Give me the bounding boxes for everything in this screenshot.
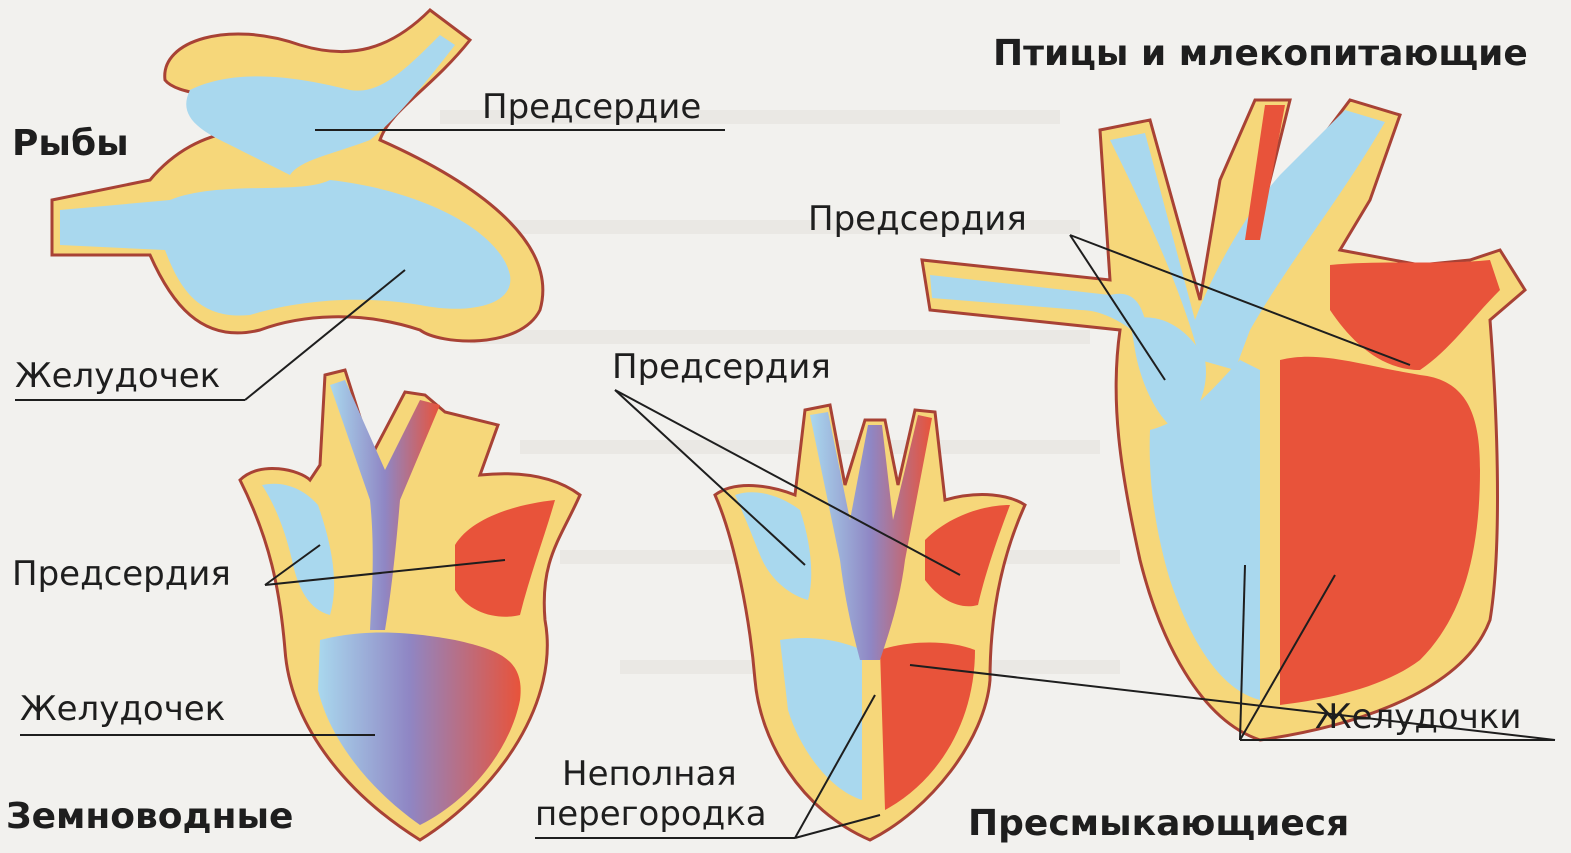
group-title-amphibians: Земноводные: [6, 796, 293, 837]
septum-label-line1: Неполная: [562, 754, 737, 794]
reptile-heart: [715, 405, 1025, 840]
bird-mammal-heart: [922, 100, 1525, 740]
group-title-fish: Рыбы: [12, 123, 129, 164]
amphibian-ventricle: [318, 633, 521, 826]
amphibian-ventricle-label: Желудочек: [20, 689, 225, 729]
reptile-partial-septum: [866, 673, 880, 811]
fish-atrium-label: Предсердие: [482, 87, 701, 127]
reptile-atria-label: Предсердия: [612, 347, 831, 387]
ventricles-label: Желудочки: [1315, 697, 1521, 737]
fish-ventricle-label: Желудочек: [15, 356, 220, 396]
group-title-reptiles: Пресмыкающиеся: [968, 803, 1349, 844]
group-title-birds-mammals: Птицы и млекопитающие: [993, 33, 1528, 74]
bird-septum: [1262, 370, 1278, 706]
septum-label-line2: перегородка: [535, 794, 767, 834]
fish-heart: [52, 10, 543, 341]
bird-atria-label: Предсердия: [808, 199, 1027, 239]
amphibian-atria-label: Предсердия: [12, 554, 231, 594]
